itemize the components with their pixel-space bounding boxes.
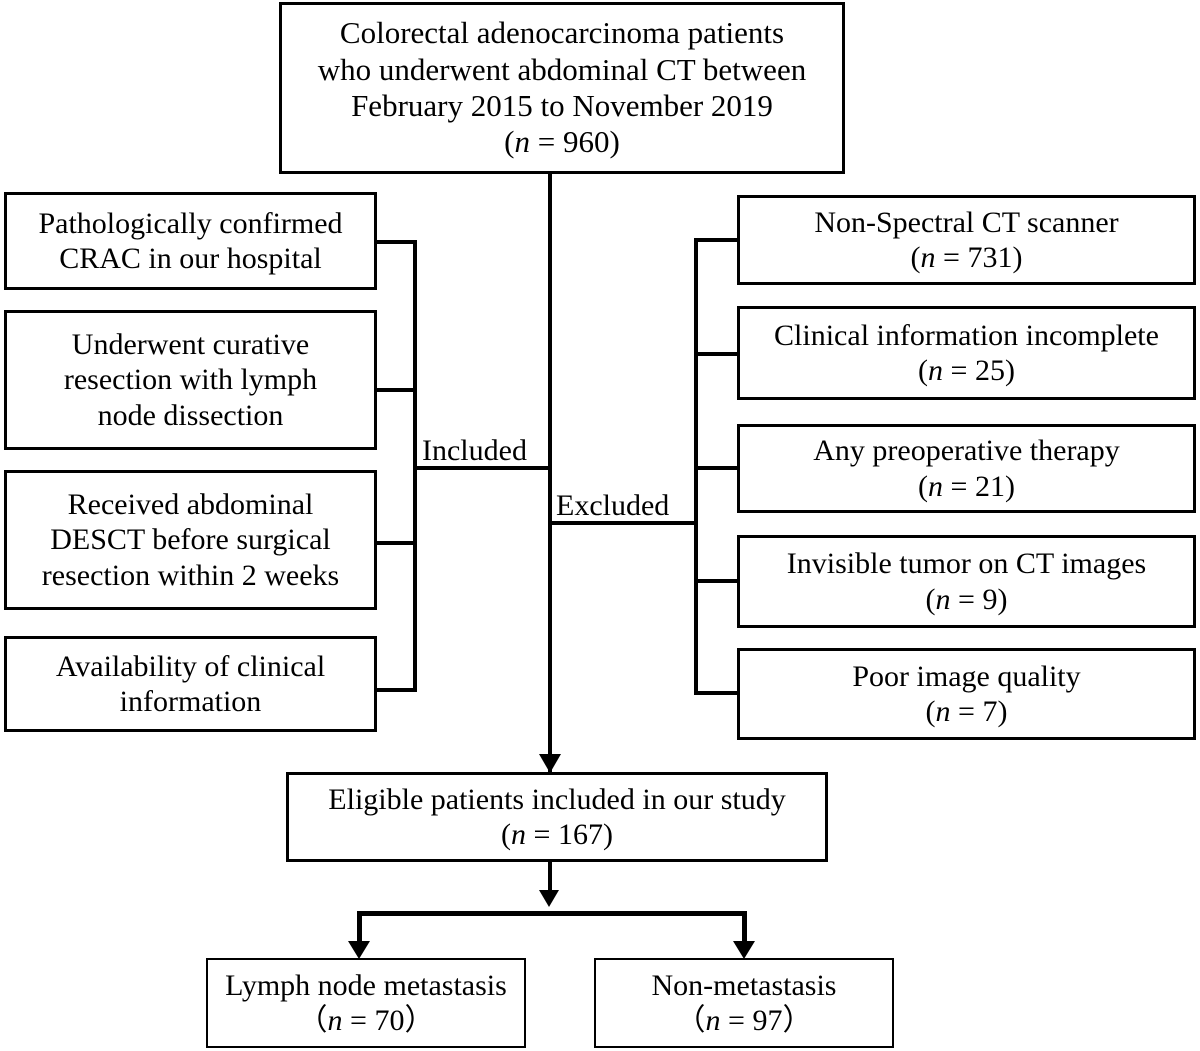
arrow-eligible-split [539,890,559,907]
exclusion-1-count: (n = 731) [910,241,1023,274]
box-eligible-patients: Eligible patients included in our study … [286,772,828,862]
outcome-1-count: （n = 70） [297,1004,435,1037]
exclusion-box-1: Non-Spectral CT scanner (n = 731) [737,195,1196,285]
connector-excluded-stub-1 [694,238,739,242]
connector-eligible-down [548,862,552,896]
connector-included-to-main [413,466,550,470]
inclusion-3-line2: DESCT before surgical [50,523,331,557]
inclusion-box-4: Availability of clinical information [4,636,377,732]
exclusion-3-count: (n = 21) [918,469,1015,503]
exclusion-box-3: Any preoperative therapy (n = 21) [737,424,1196,513]
outcome-2-label: Non-metastasis [651,968,837,1002]
exclusion-1-label: Non-Spectral CT scanner [814,205,1119,239]
eligible-count: (n = 167) [501,818,613,851]
label-included: Included [422,434,527,467]
inclusion-box-1: Pathologically confirmed CRAC in our hos… [4,192,377,290]
exclusion-5-count: (n = 7) [925,695,1008,728]
connector-main-vertical [548,174,552,772]
exclusion-4-label: Invisible tumor on CT images [786,547,1147,581]
connector-excluded-stub-2 [694,352,739,356]
connector-excluded-stub-4 [694,579,739,583]
exclusion-2-count: (n = 25) [918,354,1015,387]
inclusion-4-line1: Availability of clinical [55,649,326,683]
exclusion-box-5: Poor image quality (n = 7) [737,648,1196,740]
inclusion-1-line2: CRAC in our hospital [59,242,322,275]
arrow-to-non-metastasis [733,941,755,959]
connector-outcome-left-drop [357,911,362,948]
inclusion-4-line2: information [119,685,262,718]
cohort-source-line1: Colorectal adenocarcinoma patients [339,15,785,51]
eligible-label: Eligible patients included in our study [328,782,786,816]
cohort-source-line2: who underwent abdominal CT between [317,51,807,87]
cohort-source-count: (n = 960) [504,124,620,160]
outcome-box-non-metastasis: Non-metastasis （n = 97） [594,958,894,1048]
connector-included-stub-4 [377,688,417,692]
inclusion-2-line3: node dissection [97,398,284,432]
connector-included-stub-1 [377,240,417,244]
connector-main-to-excluded [548,521,698,525]
inclusion-2-line1: Underwent curative [71,328,310,362]
arrow-to-lymph-node-metastasis [348,941,370,959]
label-excluded: Excluded [556,489,670,522]
connector-outcome-right-drop [742,911,747,948]
arrow-to-eligible [539,754,561,773]
inclusion-3-line1: Received abdominal [67,488,314,522]
inclusion-2-line2: resection with lymph [63,363,318,397]
inclusion-box-2: Underwent curative resection with lymph … [4,310,377,450]
connector-excluded-stub-5 [694,691,739,695]
exclusion-4-count: (n = 9) [925,582,1008,616]
exclusion-2-label: Clinical information incomplete [774,318,1159,352]
inclusion-box-3: Received abdominal DESCT before surgical… [4,470,377,610]
exclusion-5-label: Poor image quality [852,659,1081,693]
box-cohort-source: Colorectal adenocarcinoma patients who u… [279,2,845,174]
outcome-1-label: Lymph node metastasis [225,968,507,1002]
connector-included-stub-3 [377,541,417,545]
outcome-box-lymph-node-metastasis: Lymph node metastasis （n = 70） [206,958,526,1048]
connector-outcome-bar [357,911,747,916]
cohort-source-line3: February 2015 to November 2019 [351,88,773,123]
exclusion-box-2: Clinical information incomplete (n = 25) [737,306,1196,400]
inclusion-3-line3: resection within 2 weeks [41,558,340,592]
exclusion-box-4: Invisible tumor on CT images (n = 9) [737,535,1196,628]
outcome-2-count: （n = 97） [675,1004,813,1037]
connector-included-stub-2 [377,388,417,392]
connector-excluded-stub-3 [694,466,739,470]
inclusion-1-line1: Pathologically confirmed [38,206,343,240]
exclusion-3-label: Any preoperative therapy [813,434,1120,468]
